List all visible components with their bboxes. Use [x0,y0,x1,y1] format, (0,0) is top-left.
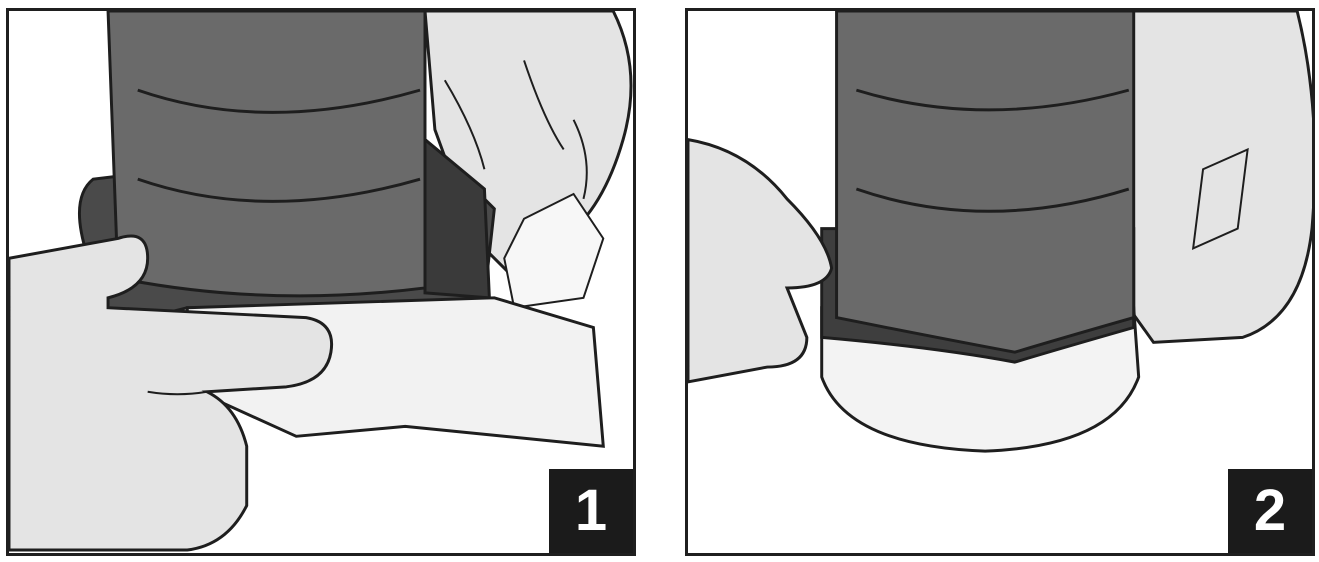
canister-body [837,11,1134,352]
instruction-panel-step-2: 2 [685,8,1315,556]
illustration-step-2 [688,11,1312,553]
step-number-badge: 2 [1228,469,1312,553]
canister-body [108,11,425,296]
illustration-step-1 [9,11,633,553]
step-number-badge: 1 [549,469,633,553]
left-hand [688,140,832,382]
instruction-panel-step-1: 1 [6,8,636,556]
right-hand [1129,11,1312,342]
